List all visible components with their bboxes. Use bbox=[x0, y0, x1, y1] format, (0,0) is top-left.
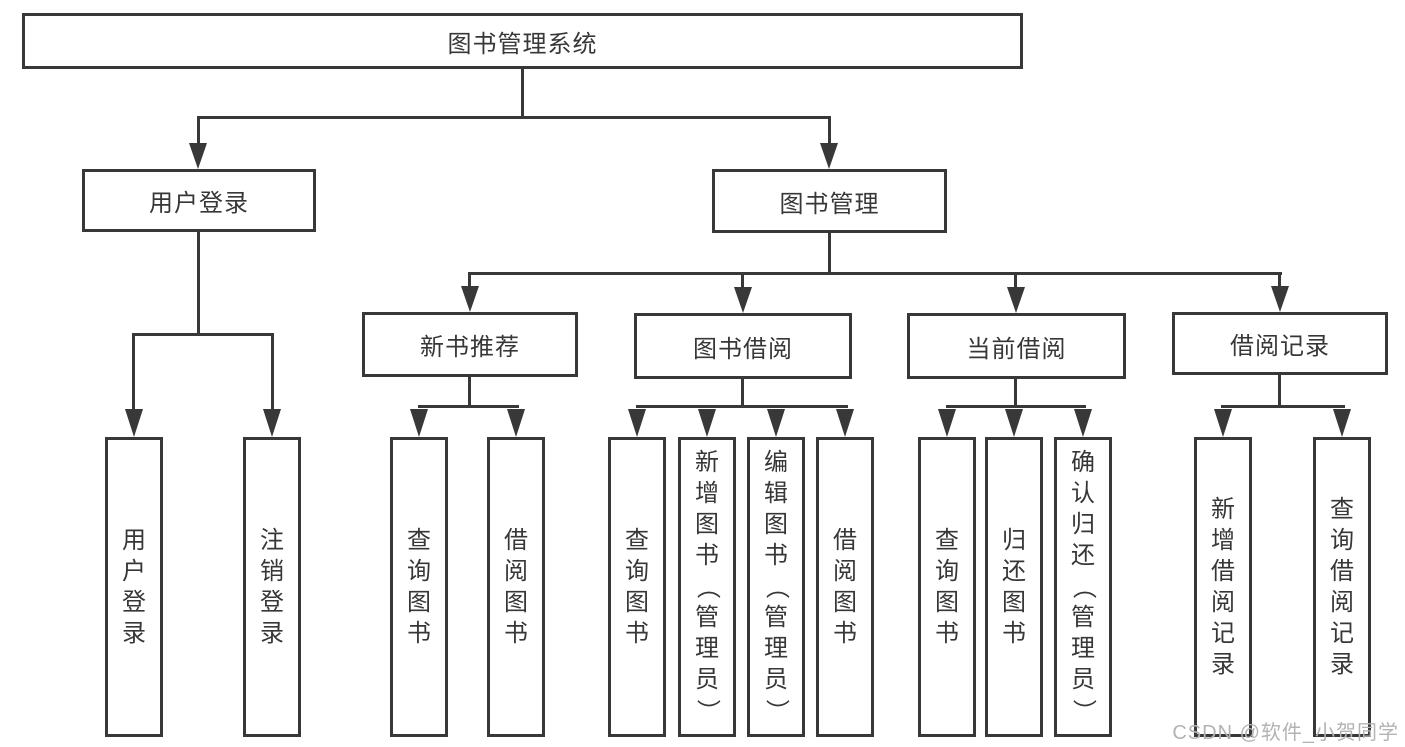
connector-line bbox=[741, 379, 744, 408]
connector-line bbox=[271, 333, 274, 409]
leaf-add-borrow-record-label: 新增借阅记录 bbox=[1211, 495, 1235, 678]
leaf-query-book-current-label: 查询图书 bbox=[935, 526, 959, 647]
connector-line bbox=[132, 333, 274, 336]
leaf-query-book-current: 查询图书 bbox=[918, 437, 976, 737]
arrow-down-icon bbox=[461, 286, 479, 312]
connector-line bbox=[1014, 272, 1017, 287]
connector-line bbox=[197, 116, 831, 119]
node-new-book-recommend-label: 新书推荐 bbox=[420, 334, 520, 361]
arrow-down-icon bbox=[189, 143, 207, 169]
connector-line bbox=[468, 272, 1282, 275]
arrow-down-icon bbox=[410, 409, 428, 437]
arrow-down-icon bbox=[938, 409, 956, 437]
leaf-query-book-recommend-label: 查询图书 bbox=[407, 526, 431, 647]
connector-line bbox=[197, 116, 200, 144]
node-book-borrowing: 图书借阅 bbox=[634, 313, 852, 379]
arrow-down-icon bbox=[1005, 409, 1023, 437]
leaf-borrow-book-borrowing-label: 借阅图书 bbox=[833, 526, 857, 647]
node-book-management-label: 图书管理 bbox=[779, 190, 880, 218]
node-root-label: 图书管理系统 bbox=[447, 30, 598, 58]
watermark: CSDN @软件_小贺同学 bbox=[1172, 722, 1399, 744]
connector-line bbox=[1278, 272, 1281, 286]
arrow-down-icon bbox=[1333, 409, 1351, 437]
leaf-user-login: 用户登录 bbox=[105, 437, 163, 737]
node-book-borrowing-label: 图书借阅 bbox=[693, 335, 793, 363]
arrow-down-icon bbox=[820, 143, 838, 169]
node-borrowing-records: 借阅记录 bbox=[1172, 312, 1388, 375]
arrow-down-icon bbox=[734, 287, 752, 313]
leaf-query-book-borrowing-label: 查询图书 bbox=[625, 526, 649, 647]
leaf-query-borrow-record-label: 查询借阅记录 bbox=[1330, 495, 1354, 678]
connector-line bbox=[132, 333, 135, 409]
connector-line bbox=[197, 232, 200, 336]
leaf-return-book-label: 归还图书 bbox=[1002, 526, 1026, 647]
arrow-down-icon bbox=[1007, 287, 1025, 313]
arrow-down-icon bbox=[698, 409, 716, 437]
connector-line bbox=[1014, 379, 1017, 408]
leaf-query-book-recommend: 查询图书 bbox=[390, 437, 448, 737]
node-user-login-label: 用户登录 bbox=[149, 190, 249, 217]
leaf-borrow-book-borrowing: 借阅图书 bbox=[816, 437, 874, 737]
leaf-user-login-label: 用户登录 bbox=[122, 526, 146, 647]
node-book-management: 图书管理 bbox=[712, 169, 947, 233]
leaf-logout: 注销登录 bbox=[243, 437, 301, 737]
node-user-login: 用户登录 bbox=[82, 169, 316, 232]
connector-line bbox=[741, 272, 744, 287]
leaf-edit-book: 编辑图书（管理员） bbox=[747, 437, 805, 737]
connector-line bbox=[946, 405, 1086, 408]
connector-line bbox=[468, 377, 471, 408]
node-borrowing-records-label: 借阅记录 bbox=[1230, 333, 1330, 360]
connector-line bbox=[418, 405, 519, 408]
arrow-down-icon bbox=[628, 409, 646, 437]
arrow-down-icon bbox=[125, 409, 143, 437]
connector-line bbox=[828, 233, 831, 274]
leaf-logout-label: 注销登录 bbox=[260, 526, 284, 647]
arrow-down-icon bbox=[767, 409, 785, 437]
node-new-book-recommend: 新书推荐 bbox=[362, 312, 578, 377]
connector-line bbox=[1221, 405, 1345, 408]
leaf-add-borrow-record: 新增借阅记录 bbox=[1194, 437, 1252, 737]
leaf-confirm-return-label: 确认归还（管理员） bbox=[1070, 449, 1097, 724]
node-current-borrowing-label: 当前借阅 bbox=[966, 335, 1067, 363]
arrow-down-icon bbox=[507, 409, 525, 437]
arrow-down-icon bbox=[1214, 409, 1232, 437]
connector-line bbox=[828, 116, 831, 144]
leaf-borrow-book-recommend-label: 借阅图书 bbox=[504, 526, 528, 647]
leaf-query-book-borrowing: 查询图书 bbox=[608, 437, 666, 737]
connector-line bbox=[521, 69, 524, 118]
arrow-down-icon bbox=[1074, 409, 1092, 437]
arrow-down-icon bbox=[1271, 286, 1289, 312]
leaf-add-book-label: 新增图书（管理员） bbox=[694, 449, 721, 724]
leaf-add-book: 新增图书（管理员） bbox=[678, 437, 736, 737]
leaf-confirm-return: 确认归还（管理员） bbox=[1054, 437, 1112, 737]
arrow-down-icon bbox=[836, 409, 854, 437]
leaf-query-borrow-record: 查询借阅记录 bbox=[1313, 437, 1371, 737]
arrow-down-icon bbox=[263, 409, 281, 437]
connector-line bbox=[1278, 375, 1281, 408]
node-root: 图书管理系统 bbox=[22, 13, 1023, 69]
connector-line bbox=[468, 272, 471, 286]
node-current-borrowing: 当前借阅 bbox=[907, 313, 1126, 379]
leaf-edit-book-label: 编辑图书（管理员） bbox=[763, 449, 790, 724]
leaf-return-book: 归还图书 bbox=[985, 437, 1043, 737]
connector-line bbox=[636, 405, 848, 408]
leaf-borrow-book-recommend: 借阅图书 bbox=[487, 437, 545, 737]
